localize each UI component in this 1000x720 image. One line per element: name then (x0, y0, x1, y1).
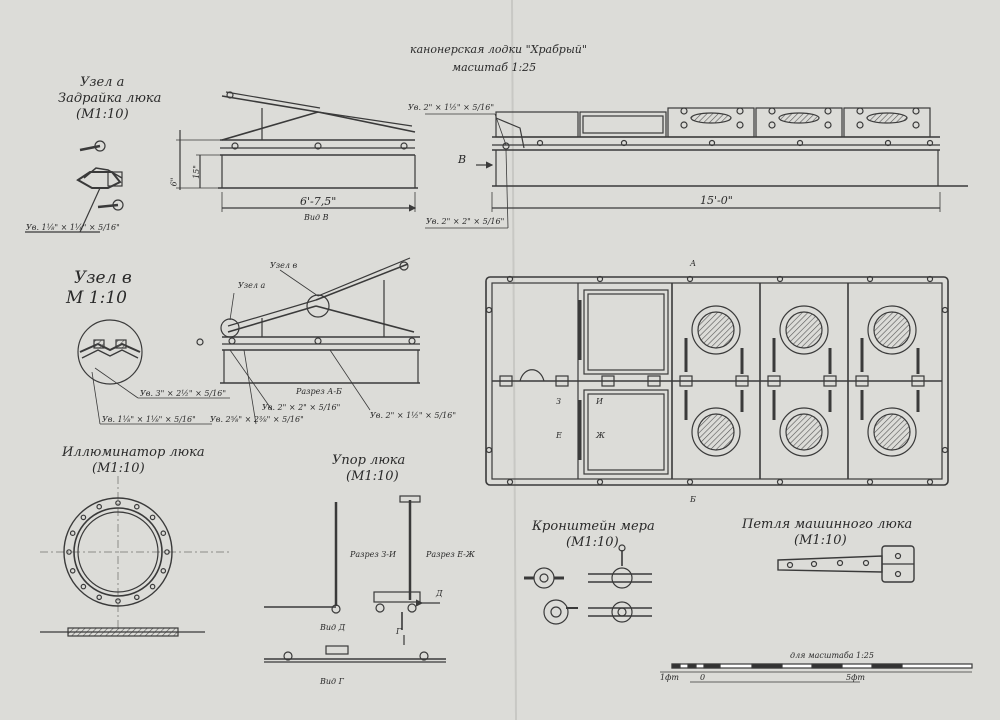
plan-label-e: Е (556, 431, 562, 440)
plan-label-zh: Ж (596, 431, 605, 440)
hinge-scale: (М1:10) (794, 533, 847, 548)
view-arrow-label: В (458, 153, 467, 166)
dim-6: 6" (169, 177, 179, 187)
porthole-bolt (96, 594, 103, 601)
long-callout-top: Ув. 2" × 1½" × 5/16" (408, 103, 495, 112)
porthole-bolt (160, 567, 167, 574)
bracket-scale: (М1:10) (566, 535, 619, 550)
drawing-scale: масштаб 1:25 (452, 61, 537, 74)
porthole-bolt (96, 503, 103, 510)
scalebar-title: для масштаба 1:25 (790, 651, 874, 660)
section-node-v-label: Узел в (270, 261, 298, 270)
porthole-bolt (149, 583, 156, 590)
node-v-detail (77, 319, 230, 425)
plan-label-z: З (556, 397, 561, 406)
node-v-callout-1: Ув. 3" × 2½" × 5/16" (140, 389, 227, 398)
section-callout-1: Ув. 2" × 2" × 5/16" (262, 403, 341, 412)
hinge-title: Петля машинного люка (742, 517, 913, 532)
section-callout-3: Ув. 2" × 1½" × 5/16" (370, 411, 457, 420)
porthole-bolt (134, 594, 140, 601)
scale-bar (660, 663, 973, 683)
porthole-bolt (69, 567, 76, 574)
porthole-bolt (69, 530, 76, 537)
plan-label-a: А (690, 259, 697, 268)
porthole-title: Иллюминатор люка (62, 445, 205, 460)
porthole-bolt (115, 500, 121, 506)
section-caption: Разрез А-Б (296, 387, 342, 396)
dim-long-length: 15'-0" (700, 194, 733, 207)
long-hatch-elevation (425, 107, 968, 229)
section-a-b-view (196, 257, 420, 425)
stop-view-d: Вид Д (320, 623, 346, 632)
stop-section-2: Разрез Е-Ж (426, 550, 475, 559)
hinge-detail (777, 545, 915, 583)
bracket-title: Кронштейн мера (532, 519, 655, 534)
porthole-detail (40, 476, 230, 637)
stop-section-1: Разрез З-И (350, 550, 396, 559)
node-v-title: Узел в (74, 268, 132, 288)
drawing-title: канонерская лодки "Храбрый" (410, 43, 587, 56)
plan-label-b: Б (690, 495, 696, 504)
stop-view-g: Вид Г (320, 677, 344, 686)
long-callout-bottom: Ув. 2" × 2" × 5/16" (426, 217, 505, 226)
stop-arrow-g: Г (396, 627, 402, 636)
section-callout-2: Ув. 2⅝" × 2⅜" × 5/16" (210, 415, 304, 424)
node-a-detail (25, 140, 124, 233)
section-node-a-label: Узел а (238, 281, 266, 290)
node-a-scale: (М1:10) (76, 107, 129, 122)
porthole-bolt (80, 514, 87, 521)
dim-15: 15" (191, 165, 201, 179)
scalebar-left: 1фт (660, 673, 679, 682)
paper-fold (511, 0, 517, 720)
porthole-bolt (115, 598, 121, 604)
node-a-subtitle: Задрайка люка (58, 91, 162, 106)
porthole-bolt (134, 503, 140, 510)
hatch-plan-view (485, 275, 949, 486)
node-v-callout-2: Ув. 1⅛" × 1⅛" × 5/16" (102, 415, 196, 424)
plan-label-i: И (596, 397, 603, 406)
dim-short-length: 6'-7,5" (300, 195, 337, 208)
porthole-bolt (160, 530, 167, 537)
hatch-stop-detail (264, 495, 446, 663)
scalebar-zero: 0 (700, 673, 706, 682)
scalebar-right: 5фт (846, 673, 865, 682)
porthole-bolt (66, 549, 72, 555)
porthole-scale: (М1:10) (92, 461, 145, 476)
node-a-title: Узел а (80, 75, 125, 90)
porthole-bolt (149, 514, 156, 521)
node-v-scale: М 1:10 (66, 288, 127, 308)
bracket-detail (524, 544, 652, 625)
side-view-caption: Вид В (304, 213, 329, 222)
stop-title: Упор люка (332, 453, 406, 468)
hatch-side-view (176, 91, 418, 212)
stop-scale: (М1:10) (346, 469, 399, 484)
porthole-bolt (80, 583, 87, 590)
node-a-callout: Ув. 1⅛" × 1⅛" × 5/16" (26, 223, 120, 232)
stop-arrow-d: Д (436, 589, 443, 598)
